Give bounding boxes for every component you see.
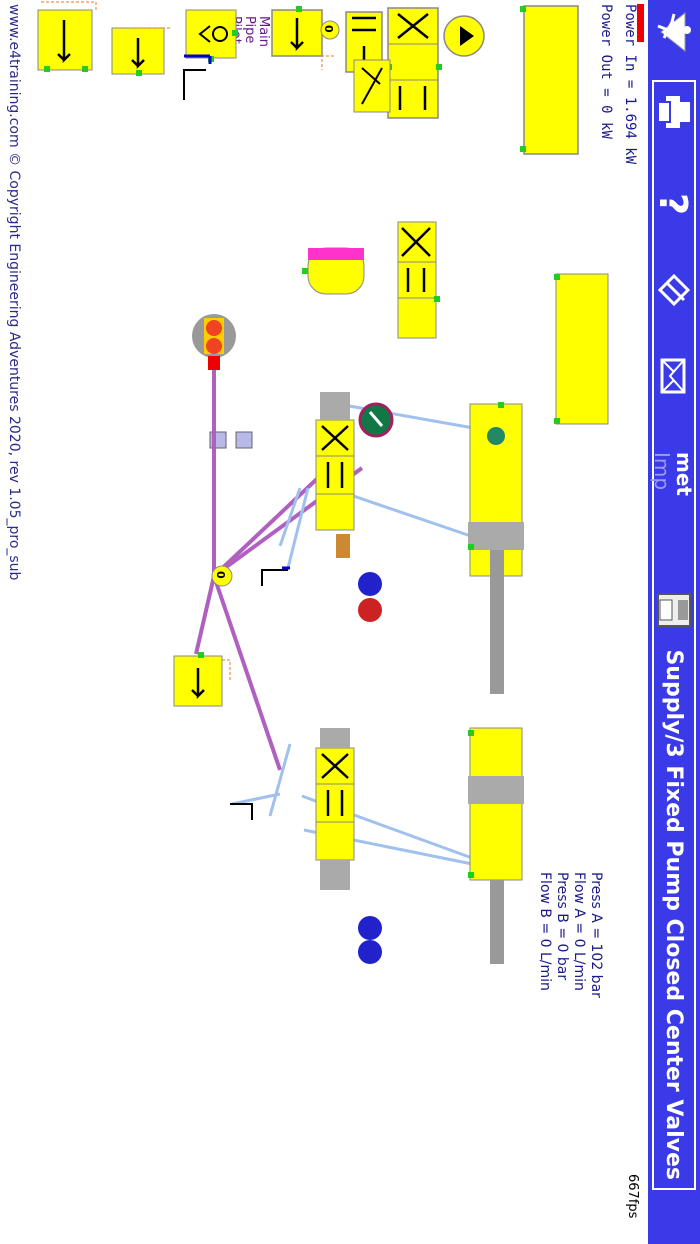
palette-relief-valve-2[interactable] [111,27,170,76]
dcv-spare[interactable] [397,221,440,339]
svg-text:0: 0 [322,25,335,33]
help-icon[interactable]: ? [654,185,694,225]
dcv-2[interactable] [315,728,382,964]
copyright-text: www.e4training.com © Copyright Engineeri… [6,4,22,581]
palette-check-valve[interactable] [185,9,238,62]
page-title: Supply/3 Fixed Pump Closed Center Valves [661,649,687,1180]
icon-strip: ? met Imp [648,0,700,640]
legend-swatches [209,431,253,449]
pump[interactable] [192,314,236,370]
imperial-label: Imp [650,452,674,491]
cylinder-1[interactable] [468,402,524,694]
email-icon[interactable] [654,356,694,396]
svg-text:?: ? [654,193,694,215]
palette-tank-line [183,54,212,100]
pressure-gauge[interactable]: 0 [211,565,233,587]
print-icon[interactable] [654,92,694,132]
palette-pump[interactable] [443,15,485,57]
dcv-1[interactable] [315,392,394,622]
return-lines [231,402,503,872]
palette-dcv-3pos[interactable] [386,7,442,119]
palette-flow-control[interactable] [353,59,391,113]
tank[interactable] [554,273,609,425]
save-icon[interactable] [654,590,694,630]
units-toggle[interactable]: met Imp [650,450,696,496]
svg-text:0: 0 [214,571,227,579]
run-icon[interactable] [654,6,694,46]
metric-label: met [672,452,696,496]
relief-valve[interactable] [173,652,231,707]
palette-relief-valve[interactable] [271,6,334,70]
edit-icon[interactable] [654,270,694,310]
palette-reducing-valve[interactable] [37,1,97,72]
tank-lines [230,566,290,820]
accumulator[interactable] [302,247,365,295]
cylinder-2[interactable] [468,727,524,964]
palette-gauge[interactable]: 0 [320,20,340,40]
palette-tank[interactable] [520,5,579,155]
circuit-canvas: 0 [37,1,609,964]
